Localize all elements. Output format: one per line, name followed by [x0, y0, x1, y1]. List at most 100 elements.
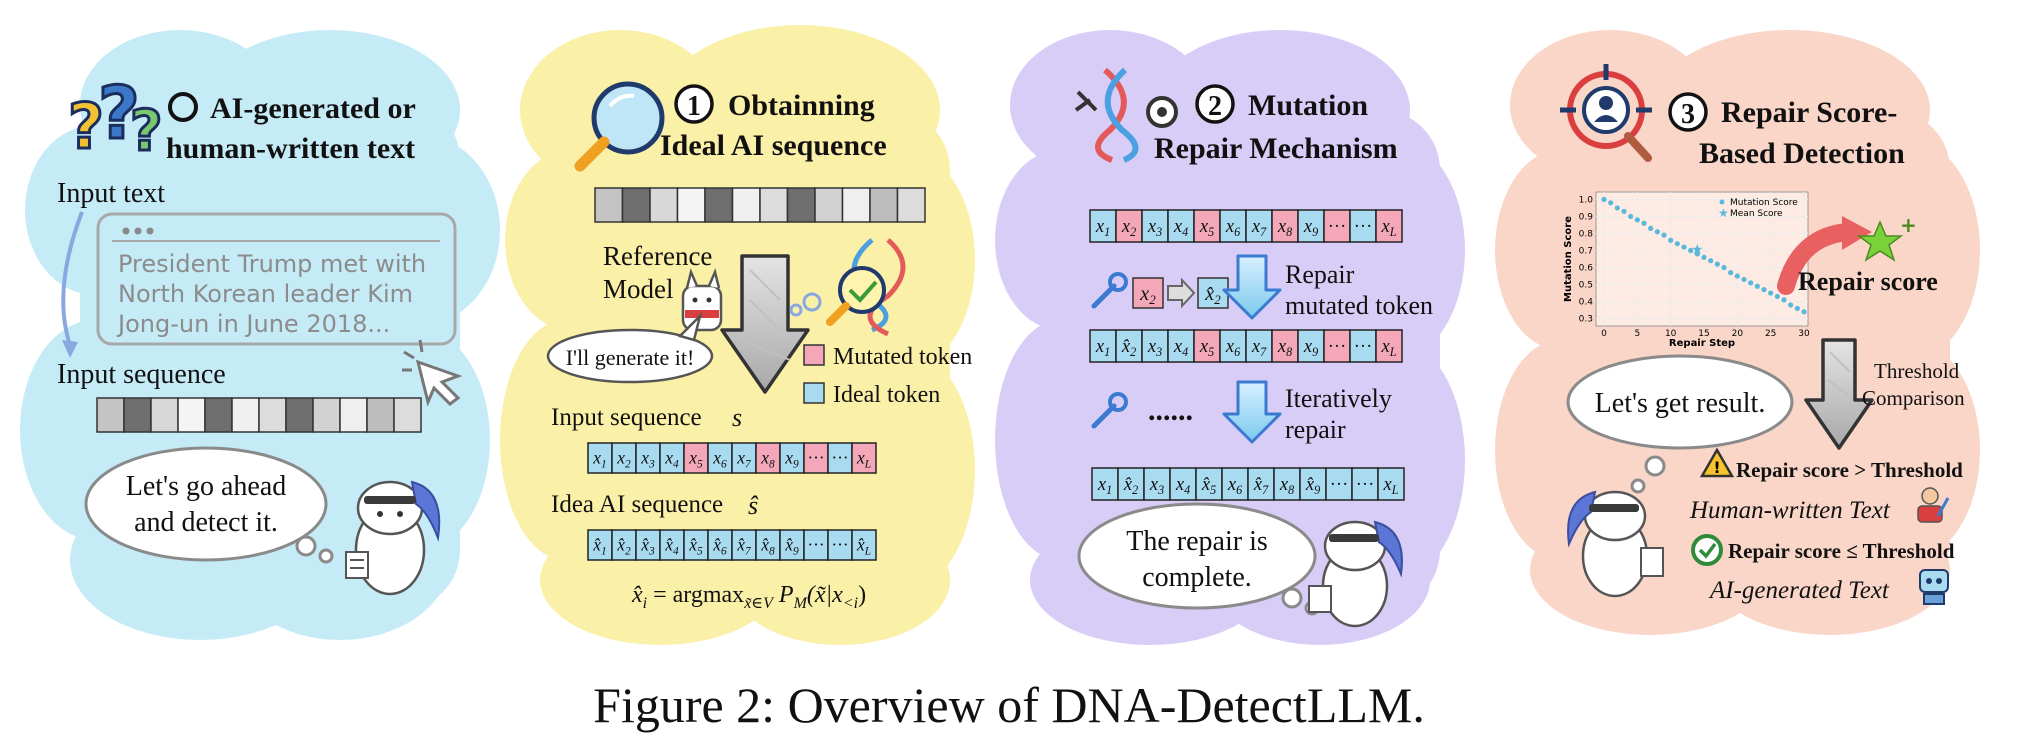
token-label: x7: [1251, 336, 1267, 359]
token-label: xL: [1383, 474, 1399, 497]
target-user-icon: [1560, 64, 1652, 162]
bubble-line2: and detect it.: [134, 507, 278, 538]
gray-token: [869, 187, 899, 223]
mutation-point: [1774, 293, 1780, 300]
token-label: x2: [1121, 216, 1136, 239]
warning-icon: !: [1699, 447, 1735, 478]
token-label: x̂5: [1201, 474, 1216, 497]
token-label: x3: [1147, 216, 1162, 239]
token-label: x6: [712, 447, 727, 470]
mutation-point: [1641, 220, 1647, 226]
token-label: x5: [1199, 216, 1214, 239]
human-writer-icon: [1917, 487, 1950, 523]
gray-token: [621, 187, 651, 223]
mutation-point: [1794, 305, 1800, 311]
result-human: Human-written Text: [1689, 497, 1891, 524]
gray-token: [731, 187, 761, 223]
token-label: x4: [664, 447, 679, 470]
mutation-point: [1621, 208, 1627, 214]
token-label: x2: [616, 447, 631, 470]
token-cell: [1169, 467, 1197, 501]
result-ai: AI-generated Text: [1708, 577, 1890, 604]
iter-line2: repair: [1285, 415, 1346, 444]
thought-bubble-2: The repair is complete.: [1077, 502, 1320, 616]
token-label: x1: [1095, 336, 1110, 359]
y-tick-label: 0.9: [1579, 212, 1594, 222]
token-label: x6: [1225, 336, 1241, 359]
gray-token: [814, 187, 844, 223]
mutation-point: [1681, 244, 1687, 250]
gray-token: [258, 397, 287, 433]
token-cell: [755, 529, 781, 561]
formula-m: M: [793, 595, 809, 612]
y-tick-label: 0.5: [1579, 281, 1593, 291]
token-label: x4: [1175, 474, 1190, 497]
token-cell: [827, 442, 853, 474]
formula-lt: <i: [843, 595, 858, 612]
step2-number: 2: [1208, 91, 1222, 122]
token-cell: [587, 442, 613, 474]
speech-text: I'll generate it!: [566, 345, 695, 370]
panel-obtaining: 1 Obtainning Ideal AI sequence Reference…: [500, 25, 975, 645]
panel3-title-line1: Repair Score-: [1721, 96, 1897, 129]
legend-mutation-label: Mutation Score: [1730, 198, 1798, 208]
token-label: xL: [856, 447, 871, 470]
check-badge-icon: [1691, 534, 1723, 566]
gray-token: [177, 397, 206, 433]
token-cell: [683, 529, 709, 561]
token-label: x3: [1147, 336, 1162, 359]
gray-sequence-top: [594, 187, 926, 223]
mutation-point: [1781, 297, 1787, 303]
legend-mutated-label: Mutated token: [833, 344, 972, 370]
chart-xlabel: Repair Step: [1669, 338, 1735, 349]
dna-gear-icon: [1074, 67, 1178, 163]
panel-input: ? ? ? AI-generated or human-written text…: [20, 30, 500, 640]
x-tick-label: 10: [1665, 329, 1677, 339]
token-cell: [1377, 467, 1405, 501]
token-cell: [1349, 329, 1377, 363]
panel0-title-line1: AI-generated or: [210, 92, 416, 125]
formula-lhs: x̂: [631, 582, 643, 608]
token-cell: [1219, 209, 1247, 243]
rule-gt: Repair score > Threshold: [1736, 458, 1963, 482]
mascot-icon-3: [1567, 490, 1664, 598]
token-label: x4: [1173, 216, 1188, 239]
token-cell: [779, 442, 805, 474]
token-label: x̂9: [784, 534, 799, 557]
token-label: x5: [1199, 336, 1214, 359]
mutation-point: [1614, 205, 1620, 211]
reference-line1: Reference: [603, 241, 712, 271]
bubble2-line2: complete.: [1142, 562, 1252, 593]
mutation-point: [1694, 251, 1700, 257]
token-cell: [851, 529, 877, 561]
chart-y-ticks: 1.00.90.80.70.60.50.40.3: [1579, 195, 1594, 324]
gray-token: [96, 397, 125, 433]
x-tick-label: 0: [1601, 329, 1607, 339]
token-label: x̂L: [856, 534, 871, 557]
iter-down-arrow: [1222, 380, 1282, 444]
panel2-title-line2: Repair Mechanism: [1154, 132, 1398, 165]
mutation-point: [1688, 247, 1694, 254]
token-label: ···: [1328, 336, 1347, 357]
token-label: x3: [640, 447, 655, 470]
mutation-point: [1708, 258, 1714, 264]
token-label: x̂2: [1121, 336, 1136, 359]
chart-points: ★: [1601, 196, 1807, 315]
formula-mid: = argmax: [647, 582, 744, 608]
mutation-point: [1661, 232, 1667, 238]
repair-from-token: [1132, 277, 1164, 309]
mean-point: ★: [1691, 242, 1704, 258]
token-label: x̂7: [736, 534, 752, 557]
formula-close: ): [858, 582, 866, 608]
mutation-point: [1748, 280, 1754, 286]
token-cell: [803, 529, 829, 561]
threshold-line2: Comparison: [1862, 386, 1965, 410]
token-label: x5: [688, 447, 703, 470]
bubble3-text: Let's get result.: [1595, 388, 1766, 419]
cursor-icon: [402, 339, 463, 407]
threshold-arrow: [1804, 338, 1874, 450]
